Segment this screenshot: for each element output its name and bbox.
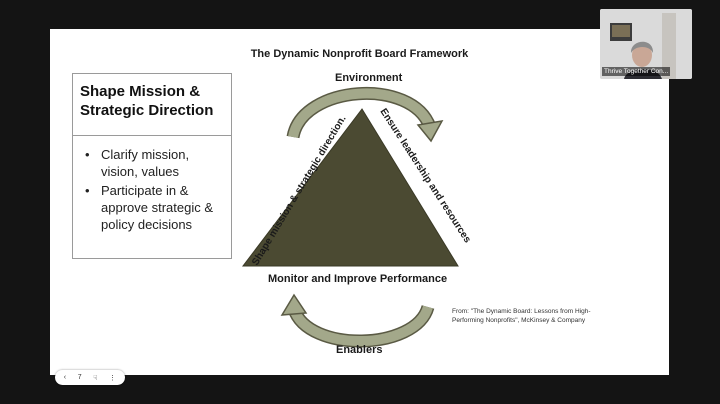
slide-pager: ‹ 7 ☟ ⋮ (55, 370, 125, 385)
mission-box-heading: Shape Mission & Strategic Direction (73, 74, 231, 136)
bullet-item: Participate in & approve strategic & pol… (79, 182, 225, 233)
chevron-left-icon[interactable]: ‹ (63, 374, 67, 381)
bullet-item: Clarify mission, vision, values (79, 146, 225, 180)
monitor-performance-label: Monitor and Improve Performance (268, 273, 448, 285)
mission-heading-text: Shape Mission & Strategic Direction (80, 83, 214, 119)
slide-title: The Dynamic Nonprofit Board Framework (250, 48, 469, 60)
more-vertical-icon[interactable]: ⋮ (109, 374, 117, 382)
mission-bullet-list: Clarify mission, vision, values Particip… (73, 136, 231, 233)
mission-box: Shape Mission & Strategic Direction Clar… (72, 73, 232, 259)
top-arrowhead (416, 120, 444, 143)
presentation-slide: The Dynamic Nonprofit Board Framework Sh… (50, 29, 669, 375)
pointer-icon[interactable]: ☟ (93, 374, 98, 382)
source-citation: From: "The Dynamic Board: Lessons from H… (452, 308, 591, 324)
participant-name: Thrive Together Con... (602, 67, 671, 76)
participant-video-tile[interactable]: Thrive Together Con... (600, 9, 692, 79)
page-number[interactable]: 7 (77, 374, 82, 381)
environment-label: Environment (335, 72, 403, 84)
bottom-arrowhead (280, 293, 308, 316)
enablers-label: Enablers (336, 344, 383, 356)
framework-diagram: Shape mission & strategic direction. Ens… (241, 86, 473, 348)
framework-triangle (241, 108, 459, 267)
